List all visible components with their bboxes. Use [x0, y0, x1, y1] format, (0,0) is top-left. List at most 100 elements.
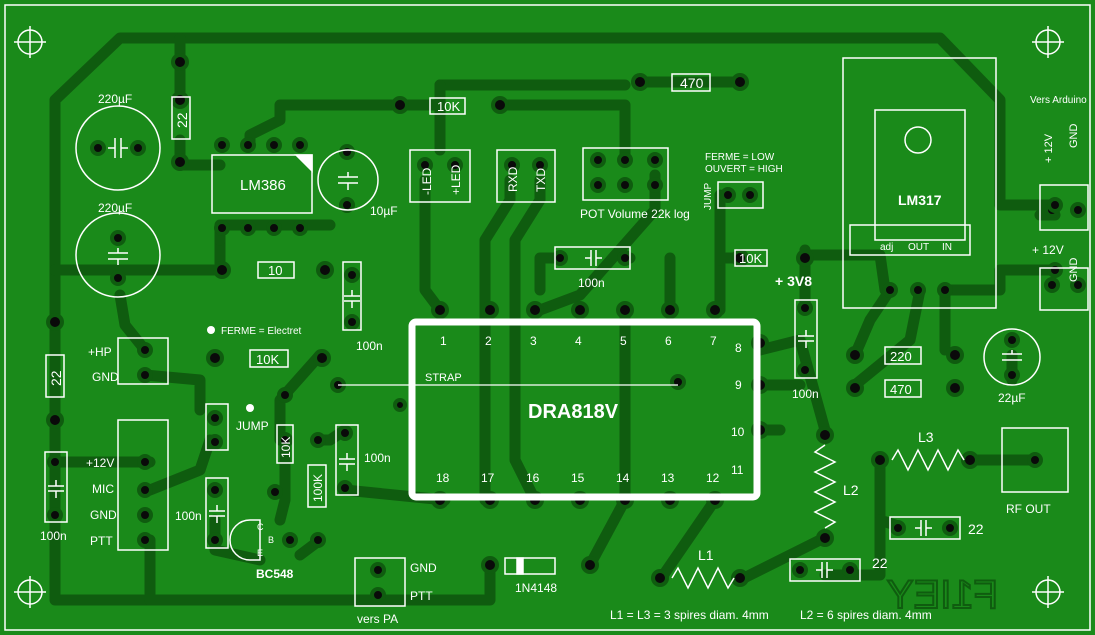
c100n-b-label: 100n [40, 529, 67, 543]
c100n-a-outline [342, 261, 362, 331]
r10k-vert-label: 10K [279, 437, 293, 458]
mic-connector-outline [117, 419, 169, 551]
vers-pa-label: vers PA [357, 612, 398, 626]
c100n-f-outline [794, 299, 818, 379]
ard-connector-outline [1039, 184, 1089, 231]
rfout-connector-outline [1001, 427, 1069, 493]
r10k-top-label: 10K [437, 99, 460, 114]
svg-text:C: C [257, 522, 264, 532]
svg-text:16: 16 [526, 471, 540, 485]
svg-text:1: 1 [440, 334, 447, 348]
pwr-12v-label: + 12V [1032, 243, 1064, 257]
cap10u-label: 10µF [370, 204, 398, 218]
txd-label: TXD [534, 168, 548, 192]
strap-label: STRAP [425, 372, 462, 384]
svg-text:11: 11 [731, 463, 744, 477]
l2-label: L2 [843, 482, 859, 498]
r22-top-label: 22 [174, 112, 190, 128]
r470-top-outline [671, 73, 711, 92]
pa-ptt-label: PTT [410, 589, 433, 603]
ouvert-high-label: OUVERT = HIGH [705, 164, 783, 175]
led-connector-outline [409, 149, 471, 203]
l1-label: L1 [698, 547, 714, 563]
lm386-outline [211, 154, 313, 214]
jump-dot-icon [246, 404, 254, 412]
rxd-label: RXD [506, 166, 520, 192]
dra818-label: DRA818V [528, 401, 619, 423]
cap22u-outline [983, 328, 1041, 386]
c100n-b-outline [44, 451, 68, 523]
c100n-e-label: 100n [578, 276, 605, 290]
coil-note-2: L2 = 6 spires diam. 4mm [800, 608, 932, 622]
jump-left-outline [205, 403, 229, 451]
con-12v-label: +12V [86, 456, 114, 470]
cap22u-label: 22µF [998, 391, 1026, 405]
diode-label: 1N4148 [515, 581, 557, 595]
c100n-d-label: 100n [364, 451, 391, 465]
cap220b-outline [75, 212, 161, 298]
out-label: OUT [908, 242, 929, 253]
c100n-a-label: 100n [356, 339, 383, 353]
rf-out-label: RF OUT [1006, 502, 1051, 516]
hp-connector-outline [117, 337, 169, 385]
adj-label: adj [880, 242, 893, 253]
r470-right-label: 470 [890, 382, 912, 397]
svg-text:15: 15 [571, 471, 585, 485]
svg-text:3: 3 [530, 334, 537, 348]
coils [671, 444, 965, 590]
lm317-label: LM317 [898, 192, 942, 208]
vers-arduino-label: Vers Arduino [1030, 95, 1087, 106]
svg-text:B: B [268, 535, 274, 545]
mount-hole-br [1032, 576, 1064, 608]
svg-text:5: 5 [620, 334, 627, 348]
c22a-outline [889, 516, 961, 540]
mount-hole-tl [14, 26, 46, 58]
lm317-tab-hole [904, 126, 932, 154]
pads [46, 53, 1086, 603]
ferme-label: FERME = Electret [221, 326, 302, 337]
con-gnd-label: GND [90, 508, 117, 522]
svg-text:12: 12 [706, 471, 720, 485]
r470-right-outline [884, 379, 922, 398]
cap-symbols [48, 138, 1022, 578]
rxtx-connector-outline [496, 149, 556, 203]
r100k-label: 100K [311, 474, 325, 502]
svg-text:2: 2 [485, 334, 492, 348]
c100n-e-outline [554, 246, 631, 270]
r22-left-outline [45, 354, 65, 398]
electret-dot-icon [207, 326, 215, 334]
lm317-body-outline [874, 109, 966, 241]
led-plus-label: +LED [449, 164, 463, 195]
svg-text:18: 18 [436, 471, 450, 485]
r10k-vert-outline [276, 424, 294, 464]
c22b-outline [789, 558, 861, 582]
coil-l2 [813, 444, 837, 529]
coil-note-1: L1 = L3 = 3 spires diam. 4mm [610, 608, 769, 622]
c100n-f-label: 100n [792, 387, 819, 401]
r470-top-label: 470 [680, 75, 704, 91]
v38-label: + 3V8 [775, 273, 812, 289]
hp-plus-label: +HP [88, 345, 112, 359]
r220-outline [884, 346, 922, 365]
diode-outline [504, 557, 556, 575]
r22-left-label: 22 [48, 370, 64, 386]
cap220b-label: 220µF [98, 201, 132, 215]
mount-hole-bl [14, 576, 46, 608]
r10-label: 10 [268, 263, 282, 278]
silkscreen [44, 57, 1089, 607]
con-ptt-label: PTT [90, 534, 113, 548]
svg-text:14: 14 [616, 471, 630, 485]
svg-text:9: 9 [735, 378, 742, 392]
coil-l1 [671, 566, 735, 590]
jump-left-label: JUMP [236, 419, 269, 433]
r10k-top-outline [429, 97, 466, 115]
r10k-left-label: 10K [256, 352, 279, 367]
cap10u-outline [317, 149, 379, 211]
cap220a-outline [75, 105, 161, 191]
pot-label: POT Volume 22k log [580, 207, 690, 221]
svg-text:17: 17 [481, 471, 495, 485]
r220-label: 220 [890, 349, 912, 364]
silk-text: 220µF 220µF 22 LM386 10µF 10K 470 10 100… [40, 75, 1087, 626]
jump-top-label: JUMP [703, 182, 714, 210]
mounting-holes [14, 26, 1064, 608]
